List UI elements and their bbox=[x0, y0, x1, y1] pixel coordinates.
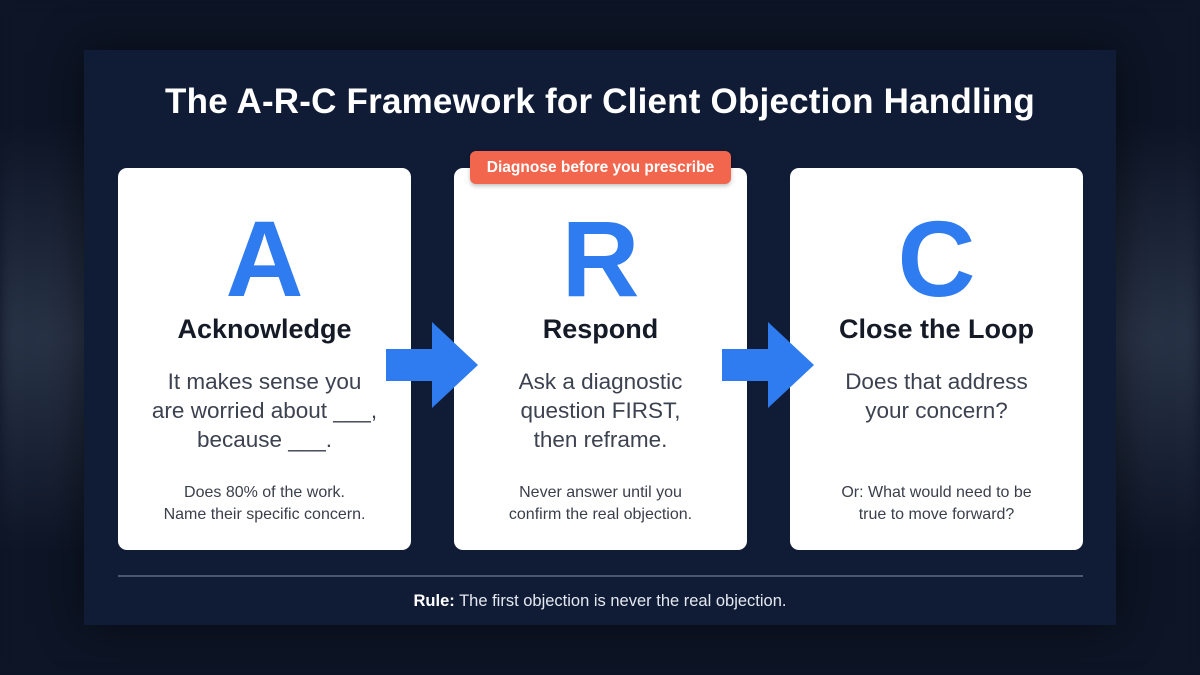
note-line: Never answer until you bbox=[519, 484, 682, 501]
note-line: Does 80% of the work. bbox=[184, 484, 345, 501]
script-line: question FIRST, bbox=[520, 398, 681, 423]
note-line: true to move forward? bbox=[858, 506, 1015, 523]
card-acknowledge: A Acknowledge It makes sense you are wor… bbox=[118, 168, 411, 550]
card-heading-acknowledge: Acknowledge bbox=[177, 314, 352, 344]
card-note-acknowledge: Does 80% of the work. Name their specifi… bbox=[128, 482, 401, 526]
script-line: then reframe. bbox=[533, 427, 668, 452]
note-line: Name their specific concern. bbox=[163, 506, 366, 523]
script-line: Ask a diagnostic bbox=[518, 369, 683, 394]
divider bbox=[118, 575, 1083, 577]
script-line: Does that address bbox=[845, 369, 1028, 394]
card-letter-a: A bbox=[225, 198, 304, 319]
arrow-right-icon bbox=[386, 322, 478, 408]
script-line: your concern? bbox=[865, 398, 1008, 423]
page-title: The A-R-C Framework for Client Objection… bbox=[165, 82, 1035, 121]
note-line: Or: What would need to be bbox=[841, 484, 1032, 501]
card-respond: R Respond Ask a diagnostic question FIRS… bbox=[454, 168, 747, 550]
script-line: because ___. bbox=[196, 427, 333, 452]
script-line: It makes sense you bbox=[167, 369, 362, 394]
rule-text: The first objection is never the real ob… bbox=[459, 592, 787, 610]
card-letter-c: C bbox=[897, 198, 976, 319]
card-heading-close-the-loop: Close the Loop bbox=[839, 314, 1034, 344]
card-script-close-the-loop: Does that address your concern? bbox=[804, 367, 1069, 425]
note-line: confirm the real objection. bbox=[508, 506, 693, 523]
card-letter-r: R bbox=[561, 198, 640, 319]
card-note-respond: Never answer until you confirm the real … bbox=[464, 482, 737, 526]
script-line: are worried about ___, bbox=[151, 398, 378, 423]
diagnose-badge: Diagnose before you prescribe bbox=[470, 151, 731, 184]
card-script-acknowledge: It makes sense you are worried about ___… bbox=[132, 367, 397, 454]
arrow-right-icon bbox=[722, 322, 814, 408]
rule-label: Rule: bbox=[413, 592, 455, 610]
rule-footer: Rule: The first objection is never the r… bbox=[0, 592, 1200, 611]
card-note-close-the-loop: Or: What would need to be true to move f… bbox=[800, 482, 1073, 526]
card-close-the-loop: C Close the Loop Does that address your … bbox=[790, 168, 1083, 550]
card-heading-respond: Respond bbox=[542, 314, 659, 344]
card-script-respond: Ask a diagnostic question FIRST, then re… bbox=[468, 367, 733, 454]
